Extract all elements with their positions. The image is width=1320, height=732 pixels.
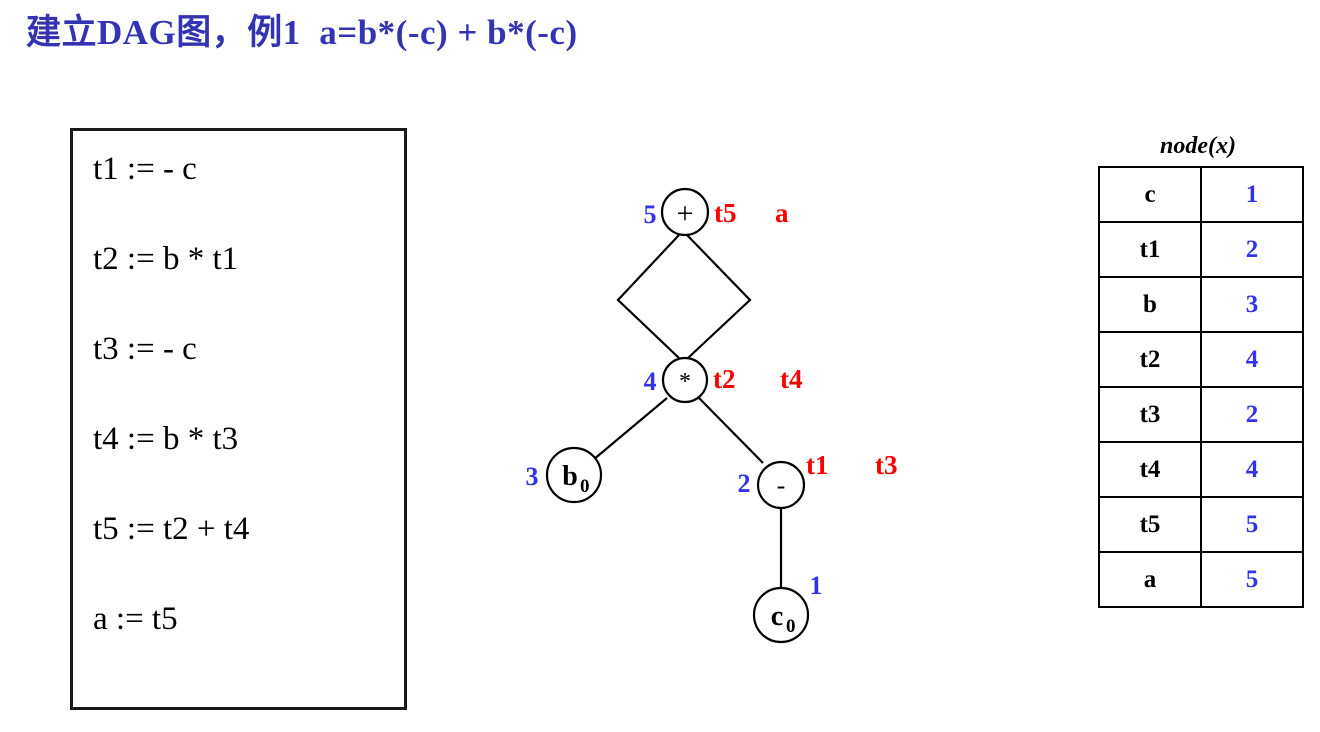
edge-times-to-minus bbox=[698, 397, 764, 464]
code-line: t5 := t2 + t4 bbox=[93, 511, 250, 547]
node-b-circle bbox=[545, 446, 603, 504]
page-title: 建立DAG图，例1 a=b*(-c) + b*(-c) bbox=[26, 13, 578, 52]
dag-diagram: + 5 t5 a * 4 t2 t4 b 0 3 - 2 t1 t3 c 0 bbox=[460, 130, 1020, 710]
table-row: t3 2 bbox=[1098, 386, 1304, 443]
code-listing-box: t1 := - c t2 := b * t1 t3 := - c t4 := b… bbox=[70, 128, 407, 710]
table-cell-name: t1 bbox=[1098, 221, 1202, 278]
node-c-subscript: 0 bbox=[786, 616, 796, 637]
table-cell-value: 3 bbox=[1200, 276, 1304, 333]
table-cell-value: 4 bbox=[1200, 331, 1304, 388]
node-c-number: 1 bbox=[810, 571, 823, 600]
table-cell-name: a bbox=[1098, 551, 1202, 608]
node-plus-alias-2: a bbox=[775, 198, 789, 228]
table-cell-name: b bbox=[1098, 276, 1202, 333]
node-table-caption: node(x) bbox=[1160, 133, 1236, 159]
node-plus-number: 5 bbox=[644, 200, 657, 229]
node-minus-circle bbox=[756, 460, 806, 510]
node-times-operator: * bbox=[679, 369, 691, 395]
table-cell-value: 5 bbox=[1200, 551, 1304, 608]
table-cell-value: 2 bbox=[1200, 221, 1304, 278]
node-minus-alias-2: t3 bbox=[875, 450, 898, 480]
node-minus-alias-1: t1 bbox=[806, 450, 829, 480]
node-times-circle bbox=[661, 356, 709, 404]
table-cell-value: 5 bbox=[1200, 496, 1304, 553]
node-times-alias-1: t2 bbox=[713, 364, 736, 394]
node-minus-number: 2 bbox=[738, 469, 751, 498]
node-c-label: c bbox=[771, 601, 783, 632]
code-line: t1 := - c bbox=[93, 151, 197, 187]
table-cell-name: t4 bbox=[1098, 441, 1202, 498]
node-b-subscript: 0 bbox=[580, 476, 590, 497]
node-table: c 1 t1 2 b 3 t2 4 t3 2 bbox=[1098, 166, 1304, 608]
code-line: t3 := - c bbox=[93, 331, 197, 367]
edge-plus-to-times-left bbox=[616, 234, 680, 359]
node-plus-alias-1: t5 bbox=[714, 198, 737, 228]
table-cell-name: t2 bbox=[1098, 331, 1202, 388]
table-cell-value: 4 bbox=[1200, 441, 1304, 498]
table-row: t1 2 bbox=[1098, 221, 1304, 278]
code-line: a := t5 bbox=[93, 601, 178, 637]
node-plus-circle bbox=[660, 187, 710, 237]
table-cell-name: t3 bbox=[1098, 386, 1202, 443]
node-times-number: 4 bbox=[644, 367, 657, 396]
code-line: t2 := b * t1 bbox=[93, 241, 239, 277]
table-cell-value: 2 bbox=[1200, 386, 1304, 443]
node-minus-operator: - bbox=[777, 471, 786, 500]
table-cell-name: t5 bbox=[1098, 496, 1202, 553]
table-cell-name: c bbox=[1098, 166, 1202, 223]
node-b-number: 3 bbox=[526, 462, 539, 491]
table-row: t4 4 bbox=[1098, 441, 1304, 498]
edge-times-to-b bbox=[592, 397, 668, 461]
node-c-circle bbox=[752, 586, 810, 644]
table-row: t2 4 bbox=[1098, 331, 1304, 388]
code-line: t4 := b * t3 bbox=[93, 421, 239, 457]
table-row: t5 5 bbox=[1098, 496, 1304, 553]
edge-plus-to-times-right bbox=[686, 234, 752, 359]
node-plus-operator: + bbox=[677, 197, 694, 230]
table-cell-value: 1 bbox=[1200, 166, 1304, 223]
node-b-label: b bbox=[562, 461, 578, 492]
table-row: c 1 bbox=[1098, 166, 1304, 223]
node-table-wrapper: node(x) c 1 t1 2 b 3 t2 4 bbox=[1098, 133, 1304, 608]
table-row: b 3 bbox=[1098, 276, 1304, 333]
code-listing: t1 := - c t2 := b * t1 t3 := - c t4 := b… bbox=[93, 153, 393, 693]
node-times-alias-2: t4 bbox=[780, 364, 803, 394]
table-row: a 5 bbox=[1098, 551, 1304, 608]
